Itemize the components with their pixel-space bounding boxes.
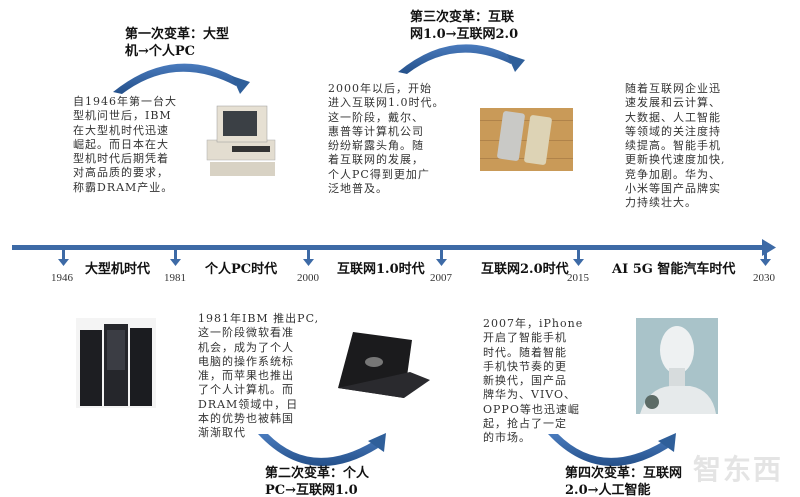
curved-arrow-1 (113, 63, 250, 94)
curved-arrow-3 (398, 44, 525, 74)
year-2007: 2007 (430, 272, 452, 284)
year-2000: 2000 (297, 272, 319, 284)
tick-2030 (760, 250, 771, 266)
tick-2015 (573, 250, 584, 266)
iphones-image (480, 108, 573, 171)
pc-description: 1981年IBM 推出PC,这一阶段微软看准机会，成为了个人电脑的操作系统标准，… (198, 312, 320, 440)
year-2015: 2015 (567, 272, 589, 284)
robot-image (636, 318, 718, 414)
era-internet2: 互联网2.0时代 (481, 262, 569, 277)
year-2030: 2030 (753, 272, 775, 284)
year-1946: 1946 (51, 272, 73, 284)
internet1-description: 2000年以后，开始进入互联网1.0时代。这一阶段，戴尔、惠普等计算机公司纷纷崭… (328, 82, 445, 196)
tick-1946 (58, 250, 69, 266)
desktop-pc-image (206, 105, 276, 176)
laptop-image (338, 332, 430, 398)
curved-arrow-4 (548, 433, 676, 466)
tick-2000 (303, 250, 314, 266)
era-pc: 个人PC时代 (205, 262, 278, 277)
ai-description: 随着互联网企业迅速发展和云计算、大数据、人工智能等领域的关注度持续提高。智能手机… (625, 82, 726, 210)
watermark-logo: 智东西 (693, 453, 784, 486)
era-mainframe: 大型机时代 (85, 262, 151, 277)
era-ai: AI 5G 智能汽车时代 (612, 262, 736, 277)
transition-1-title: 第一次变革：大型机→个人PC (125, 27, 230, 59)
year-1981: 1981 (164, 272, 186, 284)
mainframe-server-image (76, 318, 156, 408)
timeline-ticks (58, 250, 771, 266)
transition-3-title: 第三次变革：互联网1.0→互联网2.0 (410, 10, 519, 42)
curved-arrow-2 (258, 433, 386, 466)
timeline-axis (12, 239, 776, 256)
era-internet1: 互联网1.0时代 (337, 262, 425, 277)
tick-2007 (436, 250, 447, 266)
tick-1981 (170, 250, 181, 266)
